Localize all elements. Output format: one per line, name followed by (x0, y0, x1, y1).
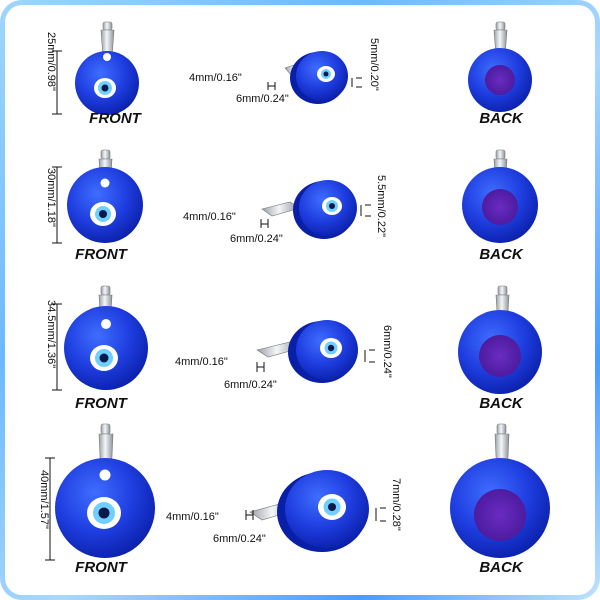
hole-label: 4mm/0.16" (175, 356, 228, 368)
row-2: 30mm/1.18" FRONT 4mm/0.16" 6mm/0.24" 5.5… (45, 149, 538, 263)
thickness-label: 7mm/0.28" (390, 478, 402, 531)
front-pendant (64, 285, 148, 390)
hole-label: 4mm/0.16" (166, 511, 219, 523)
hole-label: 4mm/0.16" (183, 211, 236, 223)
front-label: FRONT (75, 246, 128, 263)
side-view-pendant (249, 470, 369, 552)
row-3: 34.5mm/1.36" FRONT 4mm/0.16" 6mm/0.24" 6… (45, 285, 542, 412)
thickness-label: 5mm/0.20" (368, 38, 380, 91)
bail-label: 6mm/0.24" (230, 233, 283, 245)
hole-label: 4mm/0.16" (189, 72, 242, 84)
front-pendant (55, 423, 155, 558)
size-label: 30mm/1.18" (45, 168, 57, 227)
dimension-markers (267, 77, 362, 90)
size-label: 34.5mm/1.36" (45, 300, 57, 368)
back-pendant (450, 423, 550, 558)
back-pendant (462, 149, 538, 243)
back-label: BACK (479, 559, 523, 576)
row-1: 25mm/0.98" FRONT 4mm/0.16" 6mm/0.24" 5mm… (45, 21, 532, 127)
thickness-label: 5.5mm/0.22" (375, 175, 387, 237)
bail-label: 6mm/0.24" (213, 533, 266, 545)
size-label: 25mm/0.98" (45, 32, 57, 91)
size-marker (45, 457, 55, 561)
back-pendant (458, 285, 542, 394)
bail-label: 6mm/0.24" (236, 93, 289, 105)
row-4: 40mm/1.57" FRONT 4mm/0.16" 6mm/0.24" 7mm… (38, 423, 550, 576)
size-marker (52, 166, 62, 244)
front-label: FRONT (75, 395, 128, 412)
front-pendant (67, 149, 143, 243)
side-view-pendant (261, 180, 357, 239)
front-label: FRONT (75, 559, 128, 576)
thickness-label: 6mm/0.24" (381, 325, 393, 378)
bail-label: 6mm/0.24" (224, 379, 277, 391)
dimension-markers (260, 204, 371, 228)
size-marker (52, 303, 62, 391)
side-view-pendant (284, 51, 348, 104)
side-view-pendant (256, 320, 358, 383)
back-pendant (468, 21, 532, 112)
dimension-markers (256, 349, 375, 372)
front-label: FRONT (89, 110, 142, 127)
back-label: BACK (479, 110, 523, 127)
size-label: 40mm/1.57" (38, 470, 50, 529)
back-label: BACK (479, 395, 523, 412)
front-pendant (75, 21, 139, 115)
back-label: BACK (479, 246, 523, 263)
size-marker (52, 50, 62, 115)
dimension-markers (245, 507, 386, 522)
